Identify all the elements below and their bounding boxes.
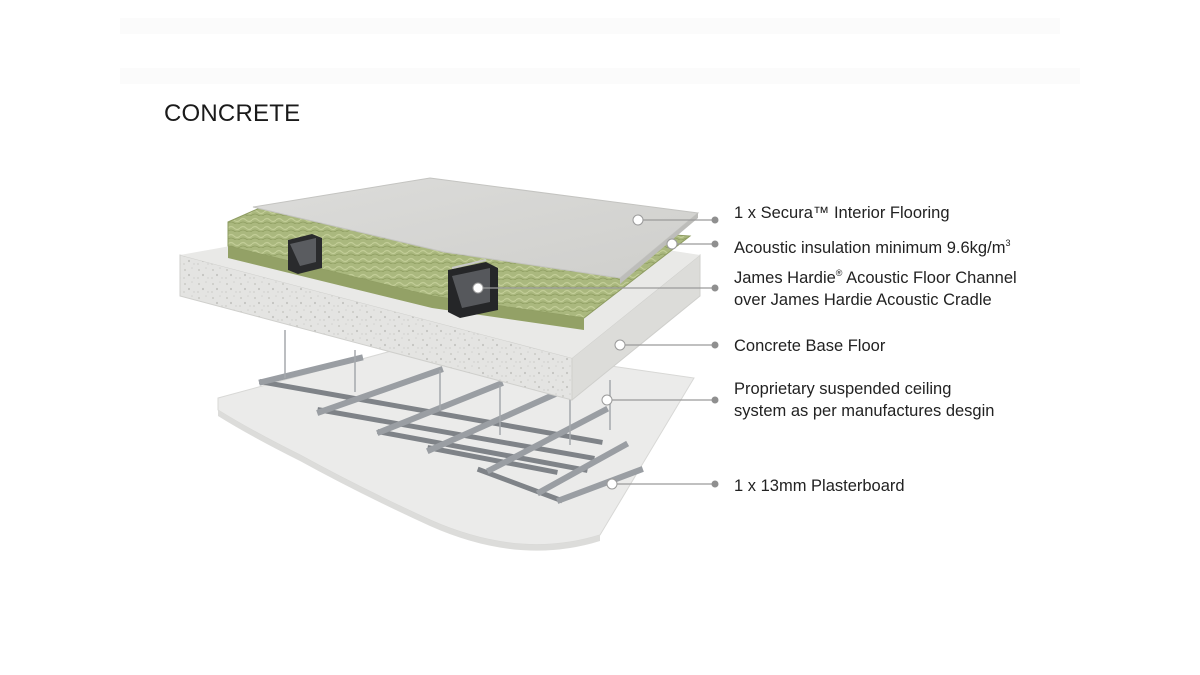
label-flooring: 1 x Secura™ Interior Flooring (734, 202, 950, 224)
plasterboard-sheet (218, 340, 694, 545)
pointer-dot-concrete (615, 340, 625, 350)
pointer-dot-channel (473, 283, 483, 293)
pointer-dot-ceiling (602, 395, 612, 405)
label-insulation: Acoustic insulation minimum 9.6kg/m3 (734, 232, 1010, 259)
pointer-dot-insulation (667, 239, 677, 249)
pointer-dot-plasterboard (607, 479, 617, 489)
label-plasterboard: 1 x 13mm Plasterboard (734, 475, 905, 497)
pointer-dot-flooring (633, 215, 643, 225)
label-ceiling: Proprietary suspended ceiling system as … (734, 378, 994, 422)
label-channel: James Hardie® Acoustic Floor Channel ove… (734, 262, 1017, 311)
label-concrete: Concrete Base Floor (734, 335, 885, 357)
